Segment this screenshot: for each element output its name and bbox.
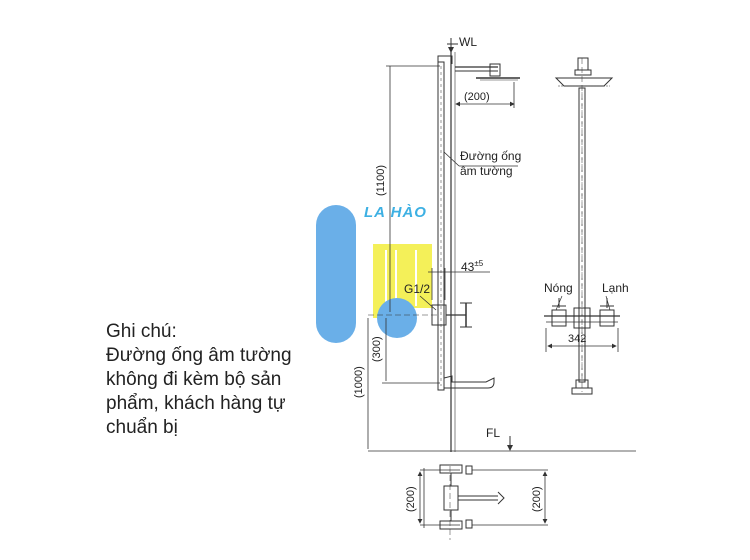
dim-300: (300): [371, 336, 383, 362]
note-line: không đi kèm bộ sản: [106, 369, 282, 390]
front-view: [544, 57, 620, 395]
logo-blue-circle: [377, 298, 417, 338]
dim-200-top: (200): [464, 91, 490, 103]
angle-sup: ±5: [474, 259, 483, 268]
note-line: Đường ống âm tường: [106, 345, 292, 366]
dimension-lines: [367, 65, 518, 449]
note-line: phẩm, khách hàng tự: [106, 393, 286, 414]
installation-note: Ghi chú: Đường ống âm tường không đi kèm…: [106, 320, 346, 440]
thread-label: G1/2: [404, 282, 430, 296]
dim-342: 342: [568, 333, 586, 345]
note-title: Ghi chú:: [106, 321, 177, 342]
dim-200-right: (200): [531, 486, 543, 512]
dim-1100: (1100): [375, 165, 387, 196]
fl-label: FL: [486, 426, 500, 440]
pipe-label-line1: Đường ống: [460, 149, 521, 163]
dim-1000: (1000): [353, 366, 365, 398]
pipe-label-line2: âm tường: [460, 164, 513, 178]
brand-logo: LA HÀO: [316, 204, 432, 343]
brand-text: LA HÀO: [364, 204, 427, 221]
cold-label: Lạnh: [602, 281, 629, 295]
angle-label: 43±5: [461, 259, 484, 274]
wl-label: WL: [459, 35, 477, 49]
angle-base: 43: [461, 260, 475, 274]
hot-label: Nóng: [544, 281, 573, 295]
logo-yellow-shape: [373, 244, 432, 318]
dim-200-left: (200): [405, 486, 417, 512]
side-view: [368, 38, 636, 452]
logo-blue-shape: [316, 205, 356, 343]
top-view: [417, 464, 548, 540]
note-line: chuẩn bị: [106, 417, 178, 438]
